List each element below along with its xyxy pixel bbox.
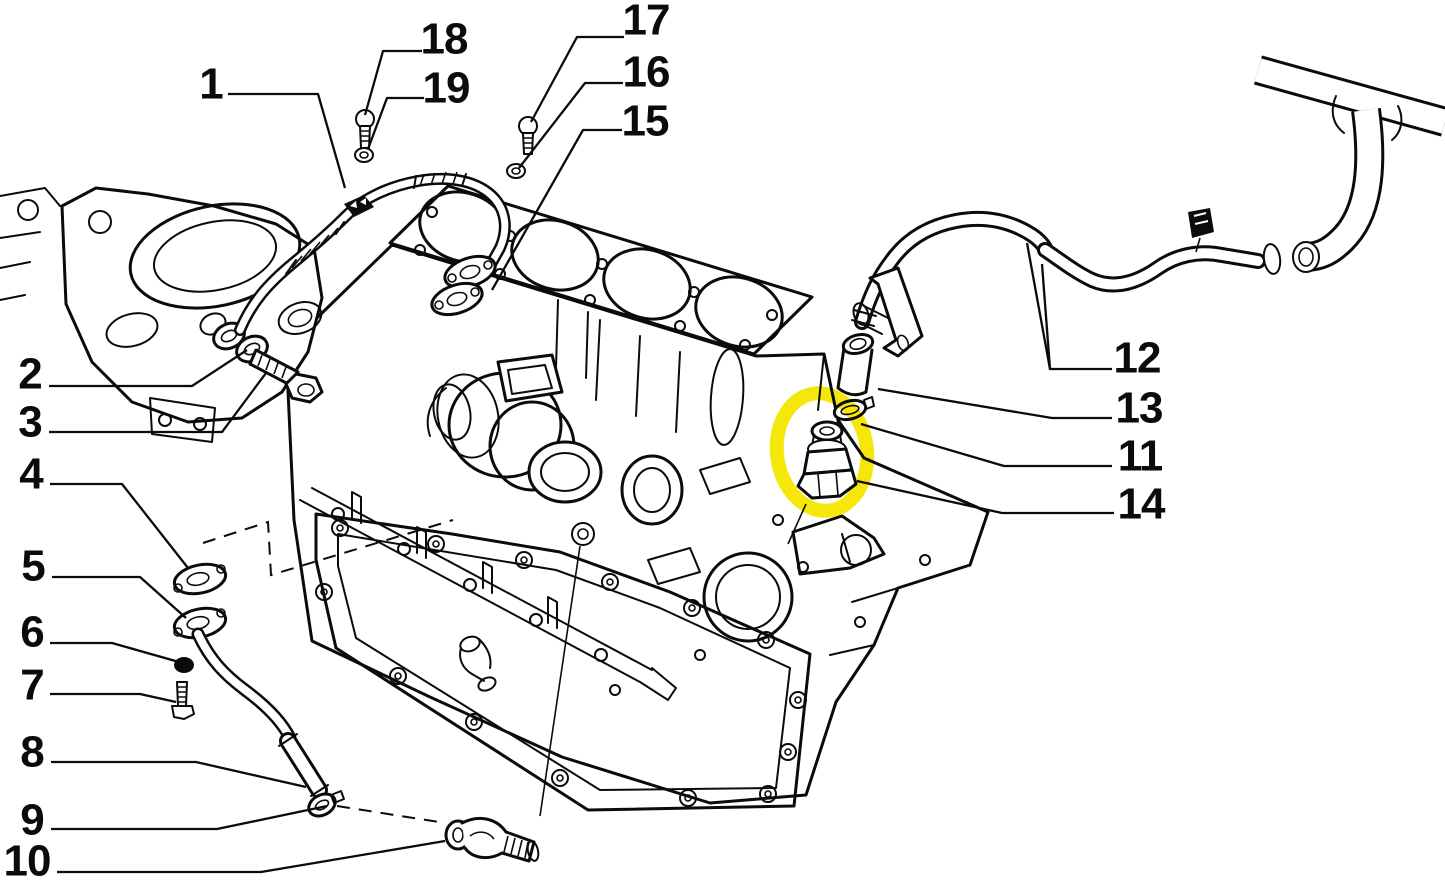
- callout-7-leader: [50, 692, 177, 704]
- callout-4-leader: [50, 482, 189, 569]
- callout-label-5: 5: [21, 542, 45, 591]
- callout-label-15: 15: [622, 97, 669, 146]
- rigid-pipe-assembly: [1253, 55, 1445, 273]
- oil-pan-gasket: [314, 512, 812, 812]
- hose-clamp-9: [307, 790, 345, 818]
- part-highlight-ring: [769, 386, 875, 518]
- drain-gasket-4: [172, 562, 228, 596]
- callout-11-leader: [860, 422, 1112, 468]
- callout-label-4: 4: [19, 450, 44, 499]
- hose-bracket: [868, 266, 924, 358]
- assembly-dashed-lines: [202, 519, 454, 823]
- callout-10-leader: [57, 839, 446, 874]
- callout-label-1: 1: [199, 60, 223, 109]
- callout-label-18: 18: [421, 15, 468, 64]
- washer-16: [506, 163, 526, 179]
- head-gasket: [388, 184, 814, 356]
- callout-3-leader: [49, 372, 267, 434]
- hose-stub-13: [836, 332, 875, 397]
- callout-label-6: 6: [20, 608, 43, 657]
- bolt-17: [518, 116, 538, 155]
- pipe-bracket-clamp: [344, 195, 374, 217]
- callout-19-leader: [366, 96, 424, 150]
- callout-label-10: 10: [4, 837, 51, 882]
- callout-label-3: 3: [18, 398, 41, 447]
- elbow-10: [444, 816, 540, 863]
- callout-label-14: 14: [1118, 480, 1166, 529]
- callout-15-leader: [491, 128, 622, 291]
- callout-label-13: 13: [1116, 384, 1163, 433]
- callout-label-16: 16: [623, 48, 670, 97]
- callout-18-leader: [363, 49, 422, 116]
- washer-19: [354, 147, 374, 163]
- callout-13-leader: [877, 387, 1112, 420]
- bolt-7: [171, 681, 195, 720]
- callout-label-19: 19: [423, 64, 470, 113]
- thermostat-housing: [0, 186, 324, 443]
- callout-9-leader: [51, 804, 328, 831]
- callout-label-11: 11: [1118, 432, 1163, 481]
- callout-14-leader: [856, 479, 1114, 515]
- callout-17-leader: [529, 35, 624, 123]
- flange-gasket-15: [430, 281, 484, 317]
- callout-label-9: 9: [20, 796, 43, 845]
- union-and-washers: [199, 312, 324, 404]
- bolt-18: [355, 109, 375, 149]
- callout-2-leader: [49, 349, 248, 388]
- callout-12-leader-1: [1040, 263, 1052, 370]
- breather-assembly: [787, 208, 1282, 545]
- callout-8-leader: [51, 760, 307, 789]
- callout-label-2: 2: [18, 350, 41, 399]
- callout-1-leader: [228, 92, 347, 189]
- callout-label-12: 12: [1114, 334, 1161, 383]
- callout-6-leader: [50, 641, 180, 664]
- oil-drain-assembly: [171, 562, 540, 863]
- callout-5-leader: [52, 575, 187, 619]
- callout-label-8: 8: [20, 728, 44, 777]
- callout-16-leader: [518, 81, 623, 169]
- nut-6: [174, 657, 194, 673]
- callout-label-17: 17: [623, 0, 670, 45]
- callout-label-7: 7: [20, 661, 43, 710]
- breather-valve-14: [796, 420, 858, 500]
- coolant-pipe: [234, 171, 511, 336]
